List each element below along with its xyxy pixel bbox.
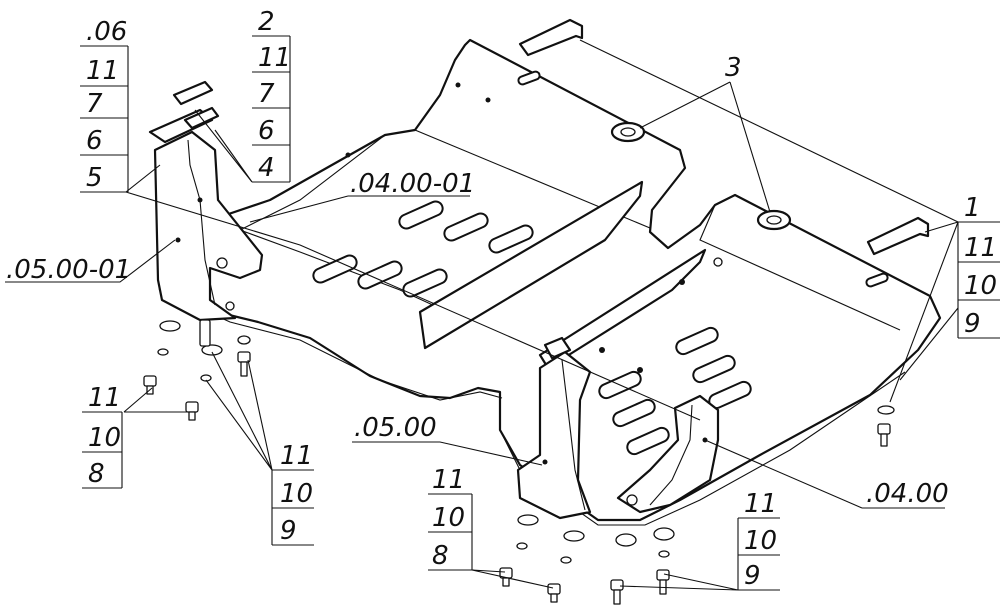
bracket-right	[616, 394, 720, 514]
stack-label: 11	[88, 383, 121, 413]
stack-label: 5	[86, 163, 103, 193]
stack-label: 11	[744, 489, 777, 519]
stack-label: 11	[280, 441, 313, 471]
stack-label: 9	[744, 561, 761, 591]
slot-group-upper	[312, 200, 534, 298]
lower-lip	[159, 289, 503, 401]
stack-label: 7	[258, 79, 275, 109]
stack-label: 7	[86, 89, 103, 119]
stack-bottom-mid: 11 10 8	[428, 465, 473, 571]
stack-label: 10	[432, 503, 465, 533]
stack-top-center: 2 11 7 6 4	[252, 7, 291, 183]
fasteners-left	[143, 319, 251, 421]
label-plate: .04.00	[866, 479, 949, 509]
strap-top-left	[518, 18, 584, 57]
stack-label: 8	[88, 459, 105, 489]
stack-label: 10	[280, 479, 313, 509]
fasteners-bottom	[499, 514, 675, 605]
stack-label: 11	[964, 233, 997, 263]
stack-label: 9	[964, 309, 981, 339]
stack-center-bottom: 11 10 9	[271, 441, 314, 546]
stiffener-rib-left	[418, 180, 644, 350]
stack-label: 10	[88, 423, 121, 453]
stack-label: 6	[258, 116, 275, 146]
label-plate-mirror: .04.00-01	[350, 169, 475, 199]
stack-bottom-right: 11 10 9	[737, 489, 780, 591]
label-nut: 3	[725, 53, 742, 83]
stack-label: 6	[86, 126, 103, 156]
rim-slot-right	[865, 272, 889, 288]
fold-line-upper	[414, 94, 901, 331]
slot-group-right	[598, 326, 752, 456]
skid-plate-assembly	[158, 38, 942, 526]
stack-label: 4	[258, 153, 275, 183]
bracket-center	[516, 336, 592, 520]
strap-top-right	[866, 216, 930, 256]
stack-left-bottom: 11 10 8	[82, 383, 123, 489]
cage-nut-left	[610, 121, 646, 143]
rim-slot-left	[517, 70, 541, 86]
stack-label: 10	[744, 526, 777, 556]
stack-top-left: .06 11 7 6 5	[80, 17, 129, 193]
bracket-left	[148, 80, 264, 322]
label-bracket: .05.00	[354, 413, 437, 443]
fasteners-right	[877, 405, 895, 447]
stack-right: 1 11 10 9	[957, 193, 1000, 339]
cage-nut-right	[756, 209, 792, 231]
stack-label: 9	[280, 516, 297, 546]
stack-label: 11	[432, 465, 465, 495]
stack-label: 2	[258, 7, 275, 37]
label-strap: 1	[964, 193, 981, 223]
stack-label: .06	[86, 17, 127, 47]
stack-label: 11	[258, 43, 291, 73]
stack-label: 11	[86, 56, 119, 86]
stack-label: 8	[432, 541, 449, 571]
stack-label: 10	[964, 271, 997, 301]
leader-lines	[5, 39, 959, 591]
label-bracket-mirror: .05.00-01	[6, 255, 131, 285]
plate-holes	[345, 82, 723, 503]
